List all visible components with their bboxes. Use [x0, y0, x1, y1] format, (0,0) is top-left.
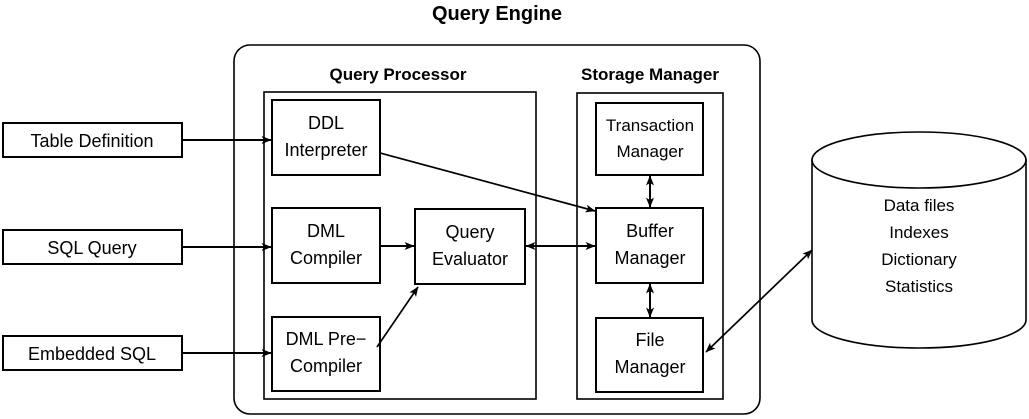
node-box-buffer-manager[interactable]: [595, 207, 704, 284]
node-label-dml-compiler-line2: Compiler: [290, 248, 362, 268]
node-label-file-manager-line2: Manager: [614, 357, 685, 377]
node-label-buffer-manager-line2: Manager: [614, 248, 685, 268]
node-label-file-manager-line1: File: [635, 330, 664, 350]
database-cylinder[interactable]: [811, 131, 1027, 349]
datastore-line-3: Dictionary: [881, 250, 957, 269]
input-box-embedded-sql[interactable]: [2, 335, 183, 371]
datastore-line-2: Indexes: [889, 223, 949, 242]
connector-ddl-interpreter-to-buffer-manager: [379, 152, 596, 213]
input-label-embedded-sql: Embedded SQL: [28, 344, 156, 364]
input-label-table-definition: Table Definition: [30, 131, 153, 151]
datastore-line-4: Statistics: [885, 277, 953, 296]
node-label-query-evaluator-line2: Evaluator: [432, 249, 508, 269]
node-label-transaction-manager-line2: Manager: [616, 142, 683, 161]
node-label-buffer-manager-line1: Buffer: [626, 221, 674, 241]
input-label-sql-query: SQL Query: [47, 238, 136, 258]
input-box-sql-query[interactable]: [2, 229, 183, 265]
datastore-line-1: Data files: [884, 196, 955, 215]
node-label-ddl-interpreter-line2: Interpreter: [284, 140, 367, 160]
node-box-file-manager[interactable]: [595, 317, 704, 393]
node-box-query-evaluator[interactable]: [414, 208, 526, 285]
node-label-dml-compiler-line1: DML: [307, 221, 345, 241]
input-box-table-definition[interactable]: [2, 122, 183, 158]
diagram-title: Query Engine: [432, 3, 562, 25]
connector-dml-pre-compiler-to-query-evaluator: [376, 286, 419, 348]
node-box-dml-compiler[interactable]: [271, 207, 381, 284]
node-label-ddl-interpreter-line1: DDL: [308, 113, 344, 133]
query-engine-container: [233, 44, 761, 415]
node-label-transaction-manager-line1: Transaction: [606, 116, 694, 135]
group-label-storage-manager: Storage Manager: [581, 65, 719, 84]
node-label-dml-pre-compiler-line2: Compiler: [290, 356, 362, 376]
node-box-transaction-manager[interactable]: [595, 102, 704, 176]
node-label-query-evaluator-line1: Query: [445, 222, 494, 242]
group-label-query-processor: Query Processor: [329, 65, 466, 84]
connector-file-manager-database: [705, 249, 813, 353]
node-box-ddl-interpreter[interactable]: [271, 99, 381, 176]
node-box-dml-pre-compiler[interactable]: [271, 316, 381, 392]
node-label-dml-pre-compiler-line1: DML Pre−: [286, 329, 367, 349]
